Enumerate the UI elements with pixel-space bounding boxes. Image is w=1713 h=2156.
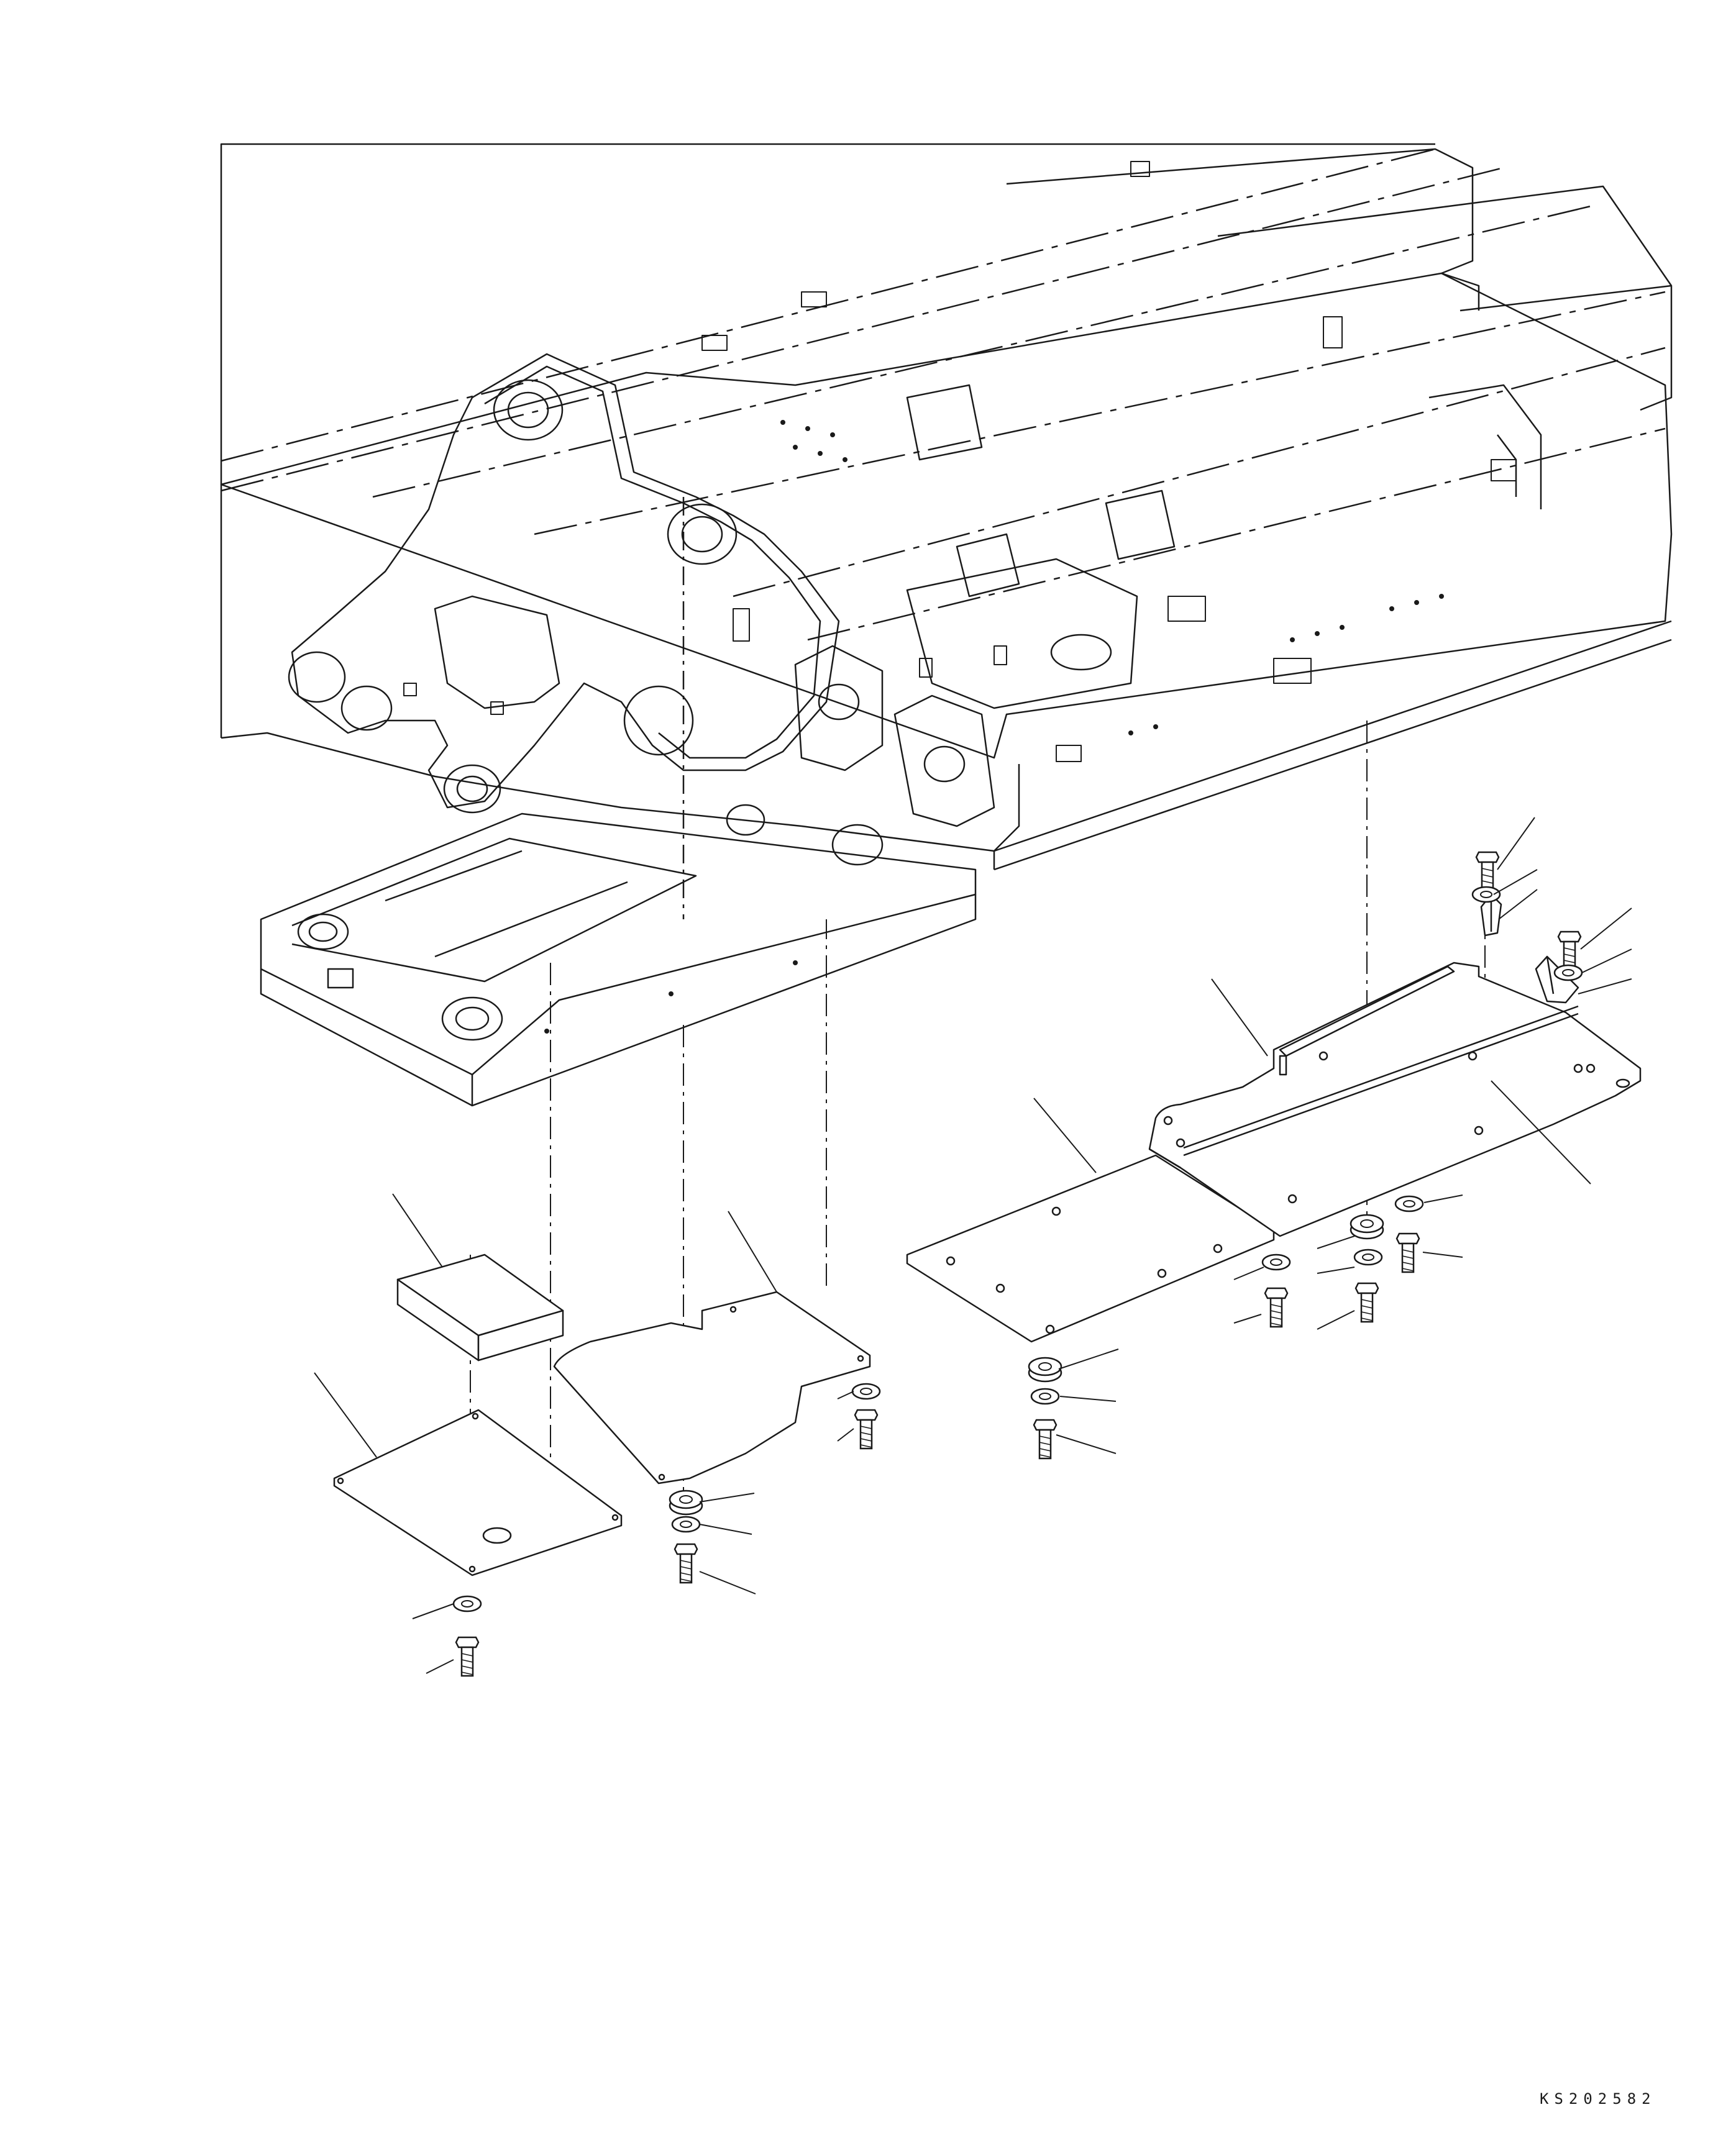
- left-under-cover: [334, 1410, 621, 1575]
- rear-under-cover: [1149, 963, 1640, 1236]
- main-frame: [221, 144, 1671, 1106]
- front-under-cover: [907, 1155, 1274, 1342]
- side-plate: [1280, 967, 1454, 1075]
- cover-pad: [398, 1255, 563, 1360]
- drawing-id-label: KS202582: [1540, 2090, 1656, 2108]
- callout-leaders: [314, 817, 1632, 1673]
- center-under-cover: [554, 1292, 870, 1483]
- bracket-right: [1536, 957, 1578, 1003]
